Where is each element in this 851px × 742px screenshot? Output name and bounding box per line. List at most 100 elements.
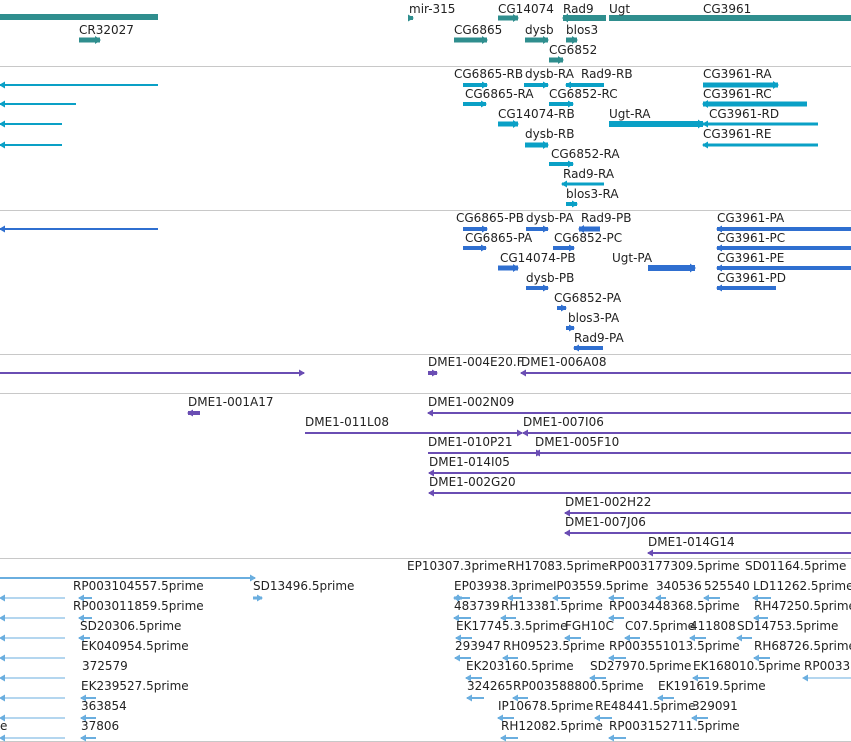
feature-label[interactable]: DME1-001A17	[188, 395, 274, 409]
feature-label[interactable]: CG3961-PD	[717, 271, 787, 285]
feature-glyph[interactable]	[553, 244, 575, 252]
feature-label[interactable]: DME1-002N09	[428, 395, 515, 409]
feature-glyph[interactable]	[552, 594, 570, 602]
feature-label[interactable]: CG6865-RB	[454, 67, 524, 81]
feature-label[interactable]: blos3	[566, 23, 599, 37]
feature-label[interactable]: 363854	[81, 699, 127, 713]
feature-label[interactable]: EK040954.5prime	[81, 639, 189, 653]
feature-label[interactable]: CG3961-RD	[709, 107, 780, 121]
feature-label[interactable]: dysb-RA	[525, 67, 574, 81]
feature-label[interactable]: dysb	[525, 23, 554, 37]
feature-glyph[interactable]	[0, 734, 65, 742]
feature-glyph[interactable]	[608, 734, 626, 742]
feature-glyph[interactable]	[78, 634, 90, 642]
feature-glyph[interactable]	[702, 141, 818, 149]
feature-glyph[interactable]	[0, 614, 65, 622]
feature-glyph[interactable]	[80, 714, 96, 722]
feature-glyph[interactable]	[455, 634, 472, 642]
feature-label[interactable]: EP10307.3prime	[407, 559, 507, 573]
feature-glyph[interactable]	[512, 694, 528, 702]
feature-label[interactable]: 340536	[656, 579, 702, 593]
feature-glyph[interactable]	[716, 284, 776, 292]
feature-glyph[interactable]	[463, 244, 487, 252]
feature-glyph[interactable]	[549, 100, 574, 108]
feature-label[interactable]: CG6865	[454, 23, 503, 37]
feature-glyph[interactable]	[524, 81, 549, 89]
feature-glyph[interactable]	[561, 180, 604, 188]
feature-label[interactable]: mir-315	[409, 2, 456, 16]
feature-glyph[interactable]	[647, 549, 851, 557]
feature-label[interactable]: Rad9-PA	[574, 331, 624, 345]
feature-label[interactable]: RP003152711.5prime	[609, 719, 740, 733]
feature-glyph[interactable]	[507, 594, 522, 602]
feature-label[interactable]: RH68726.5prime	[754, 639, 851, 653]
feature-glyph[interactable]	[753, 614, 768, 622]
feature-label[interactable]: DME1-002H22	[565, 495, 652, 509]
feature-glyph[interactable]	[657, 694, 674, 702]
feature-label[interactable]: Ugt-RA	[609, 107, 651, 121]
feature-label[interactable]: EK203160.5prime	[466, 659, 574, 673]
feature-glyph[interactable]	[78, 614, 92, 622]
feature-label[interactable]: RP003011859.5prime	[73, 599, 204, 613]
feature-glyph[interactable]	[0, 634, 65, 642]
feature-label[interactable]: CG6852-RA	[551, 147, 620, 161]
feature-label[interactable]: 483739	[454, 599, 500, 613]
feature-glyph[interactable]	[466, 694, 484, 702]
feature-glyph[interactable]	[525, 141, 549, 149]
feature-label[interactable]: CG3961	[703, 2, 752, 16]
feature-glyph[interactable]	[564, 634, 581, 642]
feature-glyph[interactable]	[0, 120, 62, 128]
feature-label[interactable]: CG14074-PB	[500, 251, 576, 265]
feature-glyph[interactable]	[498, 120, 519, 128]
feature-glyph[interactable]	[80, 734, 96, 742]
feature-label[interactable]: DME1-005F10	[535, 435, 620, 449]
feature-glyph[interactable]	[253, 594, 263, 602]
feature-glyph[interactable]	[609, 119, 704, 129]
feature-glyph[interactable]	[463, 225, 488, 233]
feature-glyph[interactable]	[0, 714, 65, 722]
feature-label[interactable]: DME1-007J06	[565, 515, 646, 529]
feature-label[interactable]: CG6865-PA	[465, 231, 533, 245]
feature-glyph[interactable]	[0, 81, 158, 89]
feature-glyph[interactable]	[655, 594, 666, 602]
feature-label[interactable]: dysb-RB	[525, 127, 575, 141]
feature-glyph[interactable]	[497, 714, 514, 722]
feature-glyph[interactable]	[753, 654, 770, 662]
feature-glyph[interactable]	[0, 369, 305, 377]
feature-label[interactable]: CG6865-RA	[465, 87, 534, 101]
feature-glyph[interactable]	[526, 284, 549, 292]
feature-glyph[interactable]	[0, 594, 65, 602]
feature-glyph[interactable]	[0, 225, 158, 233]
feature-label[interactable]: Ugt-PA	[612, 251, 653, 265]
feature-label[interactable]: EK168010.5prime	[693, 659, 801, 673]
feature-label[interactable]: CG6852-PA	[554, 291, 622, 305]
feature-glyph[interactable]	[624, 634, 640, 642]
feature-glyph[interactable]	[691, 714, 708, 722]
feature-label[interactable]: SD14753.5prime	[737, 619, 839, 633]
feature-glyph[interactable]	[463, 100, 487, 108]
feature-glyph[interactable]	[80, 694, 96, 702]
feature-label[interactable]: LD11262.5prime	[753, 579, 851, 593]
feature-label[interactable]: RP003104557.5prime	[73, 579, 204, 593]
feature-label[interactable]: DME1-002G20	[429, 475, 516, 489]
feature-label[interactable]: RP003551013.5prime	[609, 639, 740, 653]
feature-glyph[interactable]	[562, 13, 606, 23]
feature-glyph[interactable]	[502, 654, 518, 662]
feature-glyph[interactable]	[0, 694, 65, 702]
feature-glyph[interactable]	[752, 594, 771, 602]
feature-label[interactable]: CG6852	[549, 43, 598, 57]
feature-glyph[interactable]	[427, 409, 851, 417]
feature-label[interactable]: blos3-PA	[568, 311, 620, 325]
feature-glyph[interactable]	[0, 674, 65, 682]
feature-label[interactable]: CG14074-RB	[498, 107, 575, 121]
feature-label[interactable]: DME1-011L08	[305, 415, 389, 429]
feature-label[interactable]: CG6852-RC	[549, 87, 618, 101]
feature-glyph[interactable]	[500, 614, 516, 622]
feature-label[interactable]: blos3-RA	[566, 187, 619, 201]
feature-glyph[interactable]	[716, 225, 851, 233]
feature-glyph[interactable]	[463, 81, 488, 89]
feature-glyph[interactable]	[526, 225, 549, 233]
feature-glyph[interactable]	[0, 654, 65, 662]
feature-label[interactable]: CG6865-PB	[456, 211, 525, 225]
feature-label[interactable]: Rad9-PB	[581, 211, 632, 225]
